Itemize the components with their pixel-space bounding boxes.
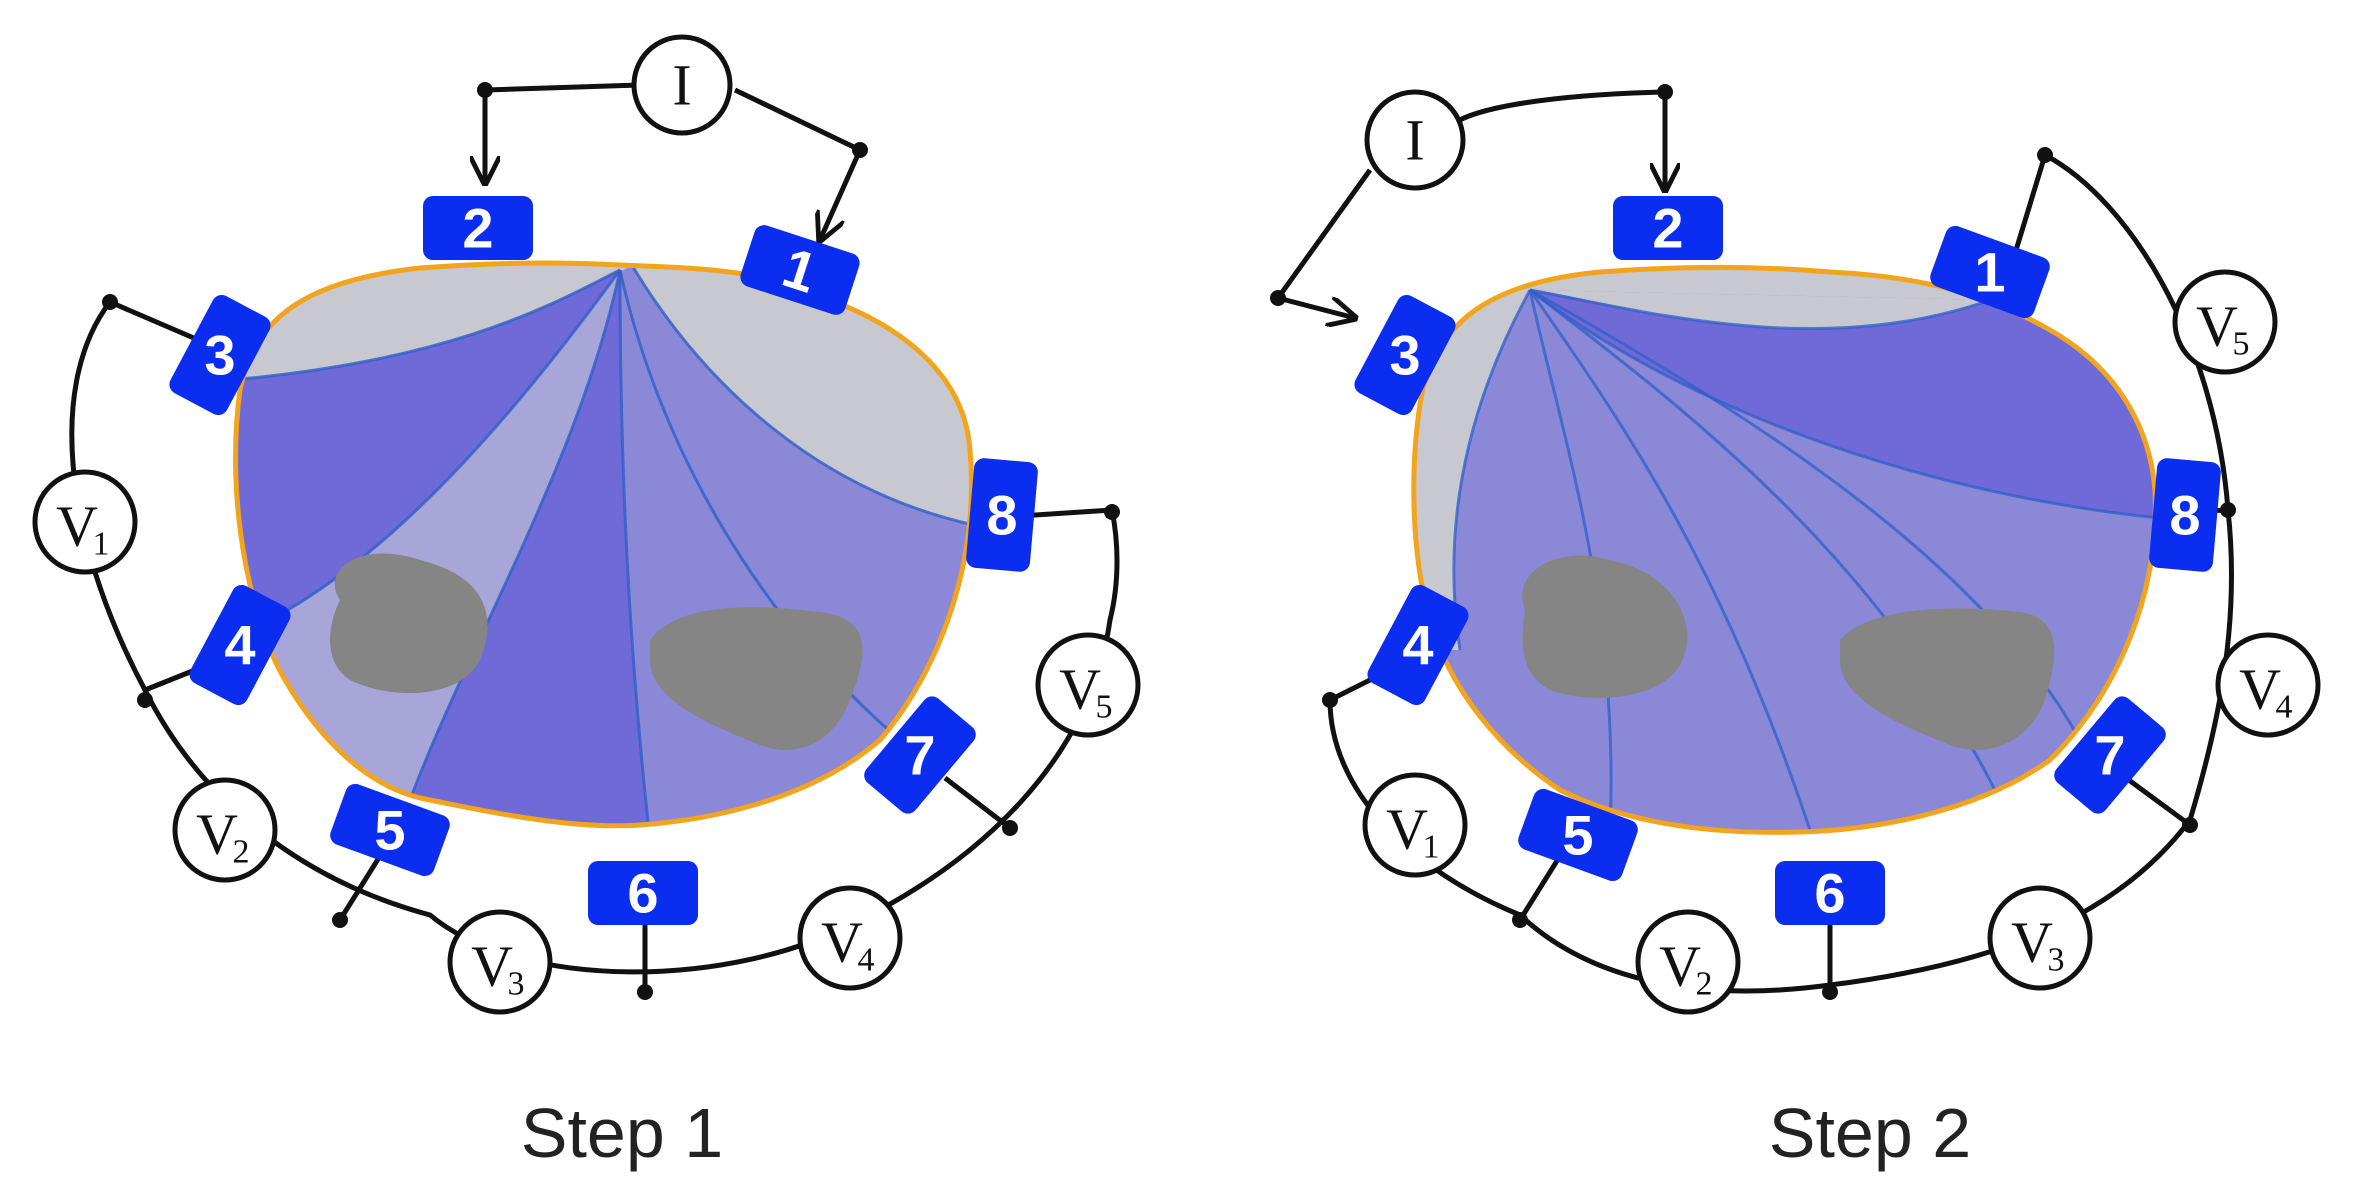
electrode-label: 5 [374, 799, 405, 862]
current-source-label: I [1405, 108, 1424, 173]
voltmeter-index: 3 [508, 966, 525, 1003]
electrode-3: 3 [169, 294, 271, 416]
voltmeter-index: 1 [1423, 829, 1440, 866]
electrode-6: 6 [1775, 861, 1885, 925]
current-source-icon: I [1364, 89, 1466, 191]
voltmeter-index: 5 [1096, 689, 1113, 726]
voltmeter-2: V 2 [172, 777, 278, 883]
electrode-label: 5 [1562, 804, 1593, 867]
domain-body [235, 263, 972, 826]
electrode-6: 6 [588, 861, 698, 925]
voltmeter-symbol: V [1059, 657, 1101, 722]
electrode-label: 8 [986, 484, 1017, 547]
wire-junction-dots [102, 294, 1120, 1000]
voltmeter-symbol: V [471, 934, 513, 999]
domain-body [1413, 267, 2156, 833]
electrode-2: 2 [1613, 196, 1723, 260]
inclusion-left [330, 553, 488, 694]
electrode-3: 3 [1354, 294, 1456, 416]
electrode-label: 3 [1389, 324, 1420, 387]
domain-boundary [233, 260, 975, 829]
voltmeter-2: V 2 [1635, 909, 1741, 1015]
electrode-label: 3 [204, 324, 235, 387]
voltmeter-symbol: V [1659, 934, 1701, 999]
electrode-label: 4 [224, 614, 255, 677]
voltmeter-index: 5 [2233, 326, 2250, 363]
electrode-4: 4 [1367, 584, 1469, 706]
voltmeter-index: 4 [858, 942, 875, 979]
electrode-label: 7 [2094, 724, 2125, 787]
electrode-1: 1 [1930, 225, 2050, 319]
panel-step-1: 1 2 3 4 5 6 7 8 [32, 34, 1141, 1172]
electrode-label: 7 [904, 724, 935, 787]
voltmeter-index: 2 [1696, 966, 1713, 1003]
voltmeter-symbol: V [1386, 797, 1428, 862]
electrode-2: 2 [423, 196, 533, 260]
domain-boundary [1411, 265, 2158, 835]
electrode-7: 7 [864, 696, 976, 814]
voltmeter-index: 4 [2276, 689, 2293, 726]
electrode-4: 4 [189, 584, 291, 706]
electrode-8: 8 [2149, 458, 2221, 572]
current-wire [485, 82, 641, 183]
electrode-label: 8 [2169, 484, 2200, 547]
current-source-icon: I [631, 34, 733, 136]
electrode-7: 7 [2054, 696, 2166, 814]
voltmeter-symbol: V [56, 494, 98, 559]
inclusion-left [1522, 555, 1688, 698]
voltmeter-index: 2 [233, 834, 250, 871]
current-wire [1444, 89, 1665, 190]
voltmeter-5: V 5 [1035, 632, 1141, 738]
panel-step-2: 1 2 3 4 5 6 7 8 [1270, 84, 2321, 1172]
voltmeter-3: V 3 [447, 909, 553, 1015]
voltmeter-5: V 5 [2172, 269, 2278, 375]
voltmeter-1: V 1 [1362, 772, 1468, 878]
voltmeter-index: 1 [93, 526, 110, 563]
electrode-8: 8 [966, 458, 1038, 572]
voltmeter-1: V 1 [32, 469, 138, 575]
electrode-label: 6 [1814, 862, 1845, 925]
voltmeter-symbol: V [196, 802, 238, 867]
voltmeter-4: V 4 [2215, 632, 2321, 738]
voltmeter-symbol: V [2011, 910, 2053, 975]
voltmeter-3: V 3 [1987, 885, 2093, 991]
voltmeter-symbol: V [2239, 657, 2281, 722]
wire-junction-dots [1322, 147, 2236, 1000]
electrode-5: 5 [330, 783, 450, 877]
field-lines [1452, 288, 2156, 831]
voltmeter-symbol: V [2196, 294, 2238, 359]
electrode-label: 1 [1974, 241, 2005, 304]
step-caption: Step 2 [1769, 1094, 1971, 1172]
electrode-1: 1 [740, 225, 860, 315]
electrode-label: 6 [627, 862, 658, 925]
electrode-label: 4 [1402, 614, 1433, 677]
electrode-label: 2 [462, 197, 493, 260]
voltmeter-symbol: V [821, 910, 863, 975]
electrode-label: 2 [1652, 197, 1683, 260]
inclusion-right [650, 607, 863, 750]
step-caption: Step 1 [521, 1094, 723, 1172]
current-source-label: I [672, 53, 691, 118]
inclusion-right [1840, 608, 2055, 750]
voltmeter-4: V 4 [797, 885, 903, 991]
voltmeter-index: 3 [2048, 942, 2065, 979]
electrode-5: 5 [1518, 788, 1638, 882]
